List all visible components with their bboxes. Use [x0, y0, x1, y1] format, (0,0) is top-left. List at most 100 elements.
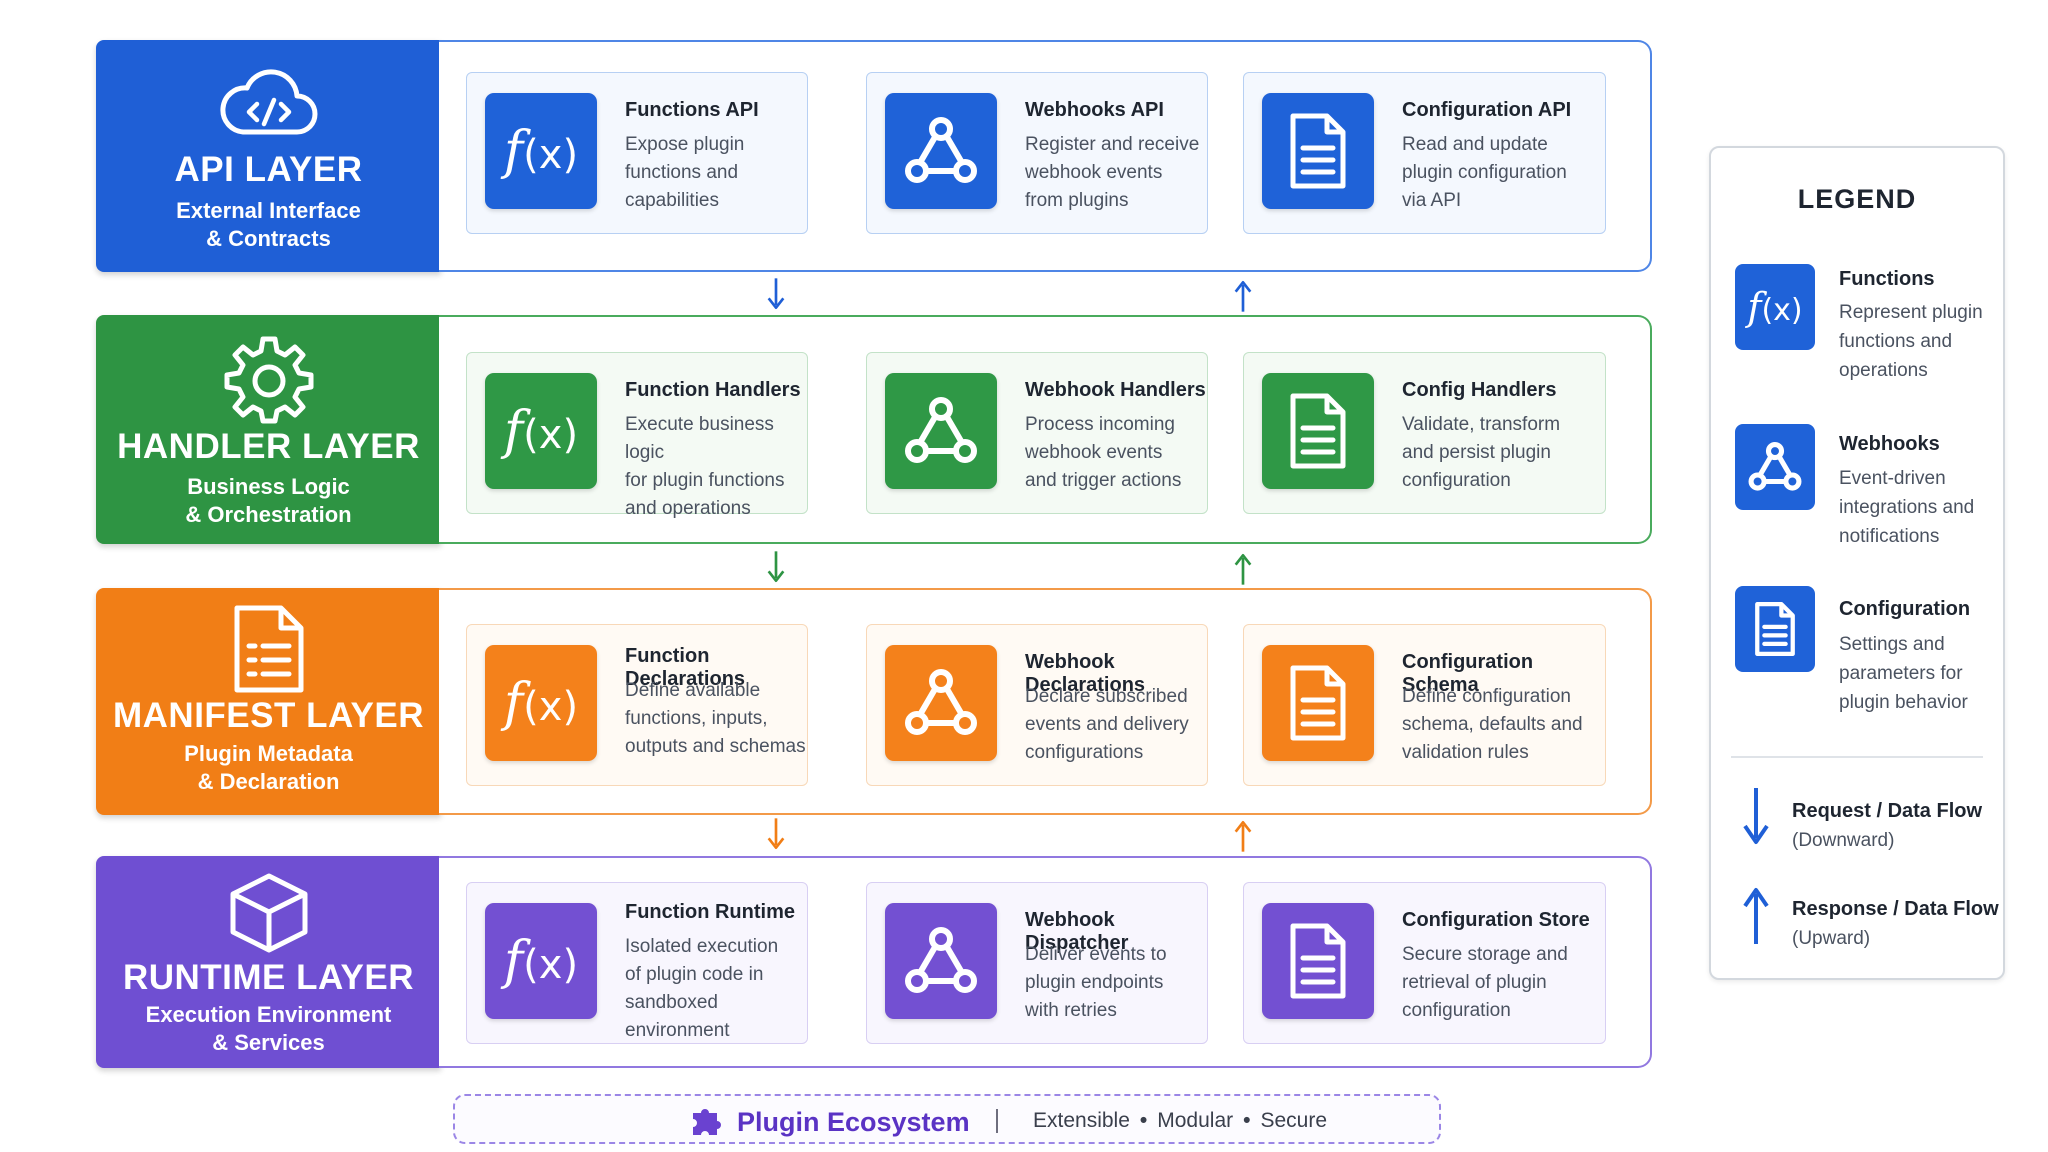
desc-line: Settings and	[1839, 634, 1945, 655]
document-glyph	[1290, 113, 1346, 189]
desc-line: plugin behavior	[1839, 692, 1968, 713]
card-title: Function Runtime	[625, 901, 795, 923]
gear-icon	[224, 336, 313, 424]
desc-line: Validate, transform	[1402, 414, 1561, 435]
document-list-icon	[234, 605, 303, 693]
desc-line: Secure storage and	[1402, 944, 1568, 965]
desc-line: notifications	[1839, 526, 1940, 547]
handler-layer-body: f(x) Function Handlers Execute business …	[439, 315, 1652, 544]
layer-title: API LAYER	[174, 150, 363, 189]
legend-item-title: Configuration	[1839, 598, 1971, 620]
arrow-up-icon	[1234, 554, 1252, 585]
desc-line: Deliver events to	[1025, 944, 1167, 965]
legend-divider	[1731, 756, 1983, 758]
desc-line: Read and update	[1402, 134, 1548, 155]
webhook-glyph	[905, 397, 977, 463]
legend-title: LEGEND	[1797, 184, 1917, 214]
legend-flow-title: Request / Data Flow	[1792, 800, 1983, 822]
desc-line: retrieval of plugin	[1402, 972, 1547, 993]
runtime-layer-label: RUNTIME LAYER Execution Environment & Se…	[96, 856, 441, 1068]
fx-f: f	[503, 121, 524, 181]
card-title: Configuration API	[1402, 99, 1572, 121]
desc-line: configuration	[1402, 470, 1511, 491]
layer-subtitle: Execution Environment & Services	[96, 1001, 441, 1057]
desc-line: functions and	[1839, 331, 1953, 352]
footer-tags: Extensible•Modular•Secure	[1033, 1109, 1327, 1133]
arrow-up-icon	[1234, 281, 1252, 312]
fx-paren: (x)	[523, 942, 579, 988]
card-title: Configuration Schema	[1402, 651, 1534, 696]
cube-icon	[230, 873, 307, 953]
desc-line: of plugin code in	[625, 964, 764, 985]
fx-f: f	[503, 673, 524, 733]
document-glyph	[1290, 923, 1346, 999]
webhook-glyph	[905, 117, 977, 183]
handler-layer-label: HANDLER LAYER Business Logic & Orchestra…	[96, 315, 441, 544]
desc-line: plugin configuration	[1402, 162, 1567, 183]
card-title: Webhooks API	[1025, 99, 1164, 121]
footer-dot: •	[1139, 1109, 1148, 1132]
layer-subtitle-line: & Services	[212, 1030, 325, 1055]
api-layer-label: API LAYER External Interface & Contracts	[96, 40, 441, 272]
function-icon: f(x)	[485, 93, 597, 209]
layer-subtitle-line: Plugin Metadata	[184, 741, 353, 766]
footer-divider	[996, 1109, 998, 1133]
desc-line: Event-driven	[1839, 468, 1946, 489]
fx-glyph: f(x)	[504, 401, 578, 461]
card-configuration-api[interactable]: Configuration API Read and update plugin …	[1243, 72, 1606, 234]
fx-paren: (x)	[523, 684, 579, 730]
layer-subtitle-line: External Interface	[176, 198, 361, 223]
layer-subtitle: External Interface & Contracts	[96, 197, 441, 253]
footer-tag: Modular	[1157, 1109, 1234, 1132]
desc-line: webhook events	[1025, 442, 1163, 463]
arrow-down-icon	[767, 818, 785, 850]
arrow-up-icon	[1234, 821, 1252, 852]
desc-line: operations	[1839, 360, 1928, 381]
document-glyph	[1290, 665, 1346, 741]
layer-subtitle-line: Execution Environment	[145, 1002, 392, 1027]
fx-paren: (x)	[523, 412, 579, 458]
desc-line: with retries	[1025, 1000, 1117, 1021]
desc-line: parameters for	[1839, 663, 1963, 684]
desc-line: Represent plugin	[1839, 302, 1983, 323]
footer-title: Plugin Ecosystem	[737, 1107, 970, 1137]
card-configuration-store[interactable]: Configuration Store Secure storage and re…	[1243, 882, 1606, 1044]
fx-paren: (x)	[1761, 293, 1803, 328]
fx-glyph: f(x)	[504, 121, 578, 181]
card-function-handlers[interactable]: f(x) Function Handlers Execute business …	[466, 352, 808, 519]
legend-item-title: Functions	[1839, 268, 1935, 290]
desc-line: events and delivery	[1025, 714, 1189, 735]
desc-line: outputs and schemas	[625, 736, 806, 757]
arrow-down-icon	[767, 278, 785, 309]
desc-line: Register and receive	[1025, 134, 1200, 155]
desc-line: and operations	[625, 498, 751, 519]
document-icon	[1262, 903, 1374, 1019]
legend-item-title: Webhooks	[1839, 433, 1940, 455]
card-function-runtime[interactable]: f(x) Function Runtime Isolated execution…	[466, 882, 808, 1044]
card-title: Configuration Store	[1402, 909, 1590, 931]
card-function-declarations[interactable]: f(x) Function Declarations Define availa…	[466, 624, 808, 786]
desc-line: Define configuration	[1402, 686, 1571, 707]
card-configuration-schema[interactable]: Configuration Schema Define configuratio…	[1243, 624, 1606, 786]
desc-line: validation rules	[1402, 742, 1529, 763]
card-webhooks-api[interactable]: Webhooks API Register and receive webhook…	[866, 72, 1208, 234]
runtime-layer-body: f(x) Function Runtime Isolated execution…	[439, 856, 1652, 1068]
desc-line: Expose plugin	[625, 134, 745, 155]
desc-line: webhook events	[1025, 162, 1163, 183]
